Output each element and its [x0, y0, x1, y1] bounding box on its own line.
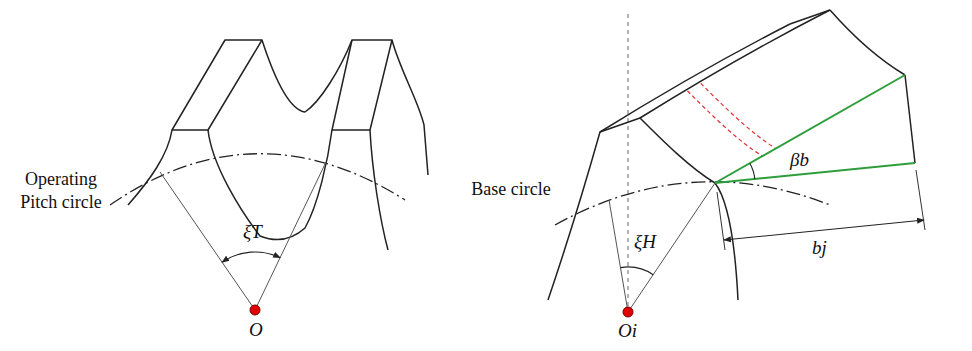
- tooth-profile: [128, 130, 172, 205]
- center-dot: [250, 305, 260, 315]
- radial-line: [609, 200, 628, 312]
- radial-line: [255, 162, 326, 310]
- tooth-profile: [370, 130, 388, 250]
- helical-tooth: [548, 10, 915, 300]
- region-label: Base circle: [470, 178, 552, 201]
- back-profile: [392, 40, 428, 175]
- radial-line: [160, 172, 255, 310]
- tooth-top-face: [172, 40, 262, 130]
- extension-line: [717, 192, 725, 250]
- angle-arc: [222, 252, 280, 262]
- center-dot: [623, 307, 633, 317]
- pitch-circle: [110, 154, 405, 205]
- tooth-profile: [208, 130, 332, 240]
- angle-arc: [621, 267, 654, 275]
- tooth-top-face: [332, 40, 392, 130]
- center-label: Oi: [618, 319, 637, 343]
- tip-helix: [640, 10, 830, 118]
- axial-line: [715, 163, 915, 183]
- region-label: Operating Pitch circle: [5, 168, 117, 213]
- spur-teeth: [128, 40, 428, 250]
- center-label: O: [249, 318, 263, 342]
- tooth-profile: [830, 10, 905, 75]
- slice-profile: [701, 83, 776, 148]
- end-edge: [905, 75, 915, 163]
- base-circle: [555, 182, 830, 225]
- angle-symbol: ξH: [634, 230, 656, 254]
- dimension-label: bj: [812, 236, 827, 260]
- angle-arc: [750, 163, 755, 179]
- angle-symbol: βb: [790, 148, 809, 172]
- tip-land-end: [790, 10, 830, 24]
- angle-symbol: ξT: [243, 220, 262, 244]
- slice-profile: [688, 91, 763, 156]
- tooth-profile: [548, 118, 738, 300]
- tip-helix: [600, 24, 790, 132]
- radial-line: [628, 183, 715, 312]
